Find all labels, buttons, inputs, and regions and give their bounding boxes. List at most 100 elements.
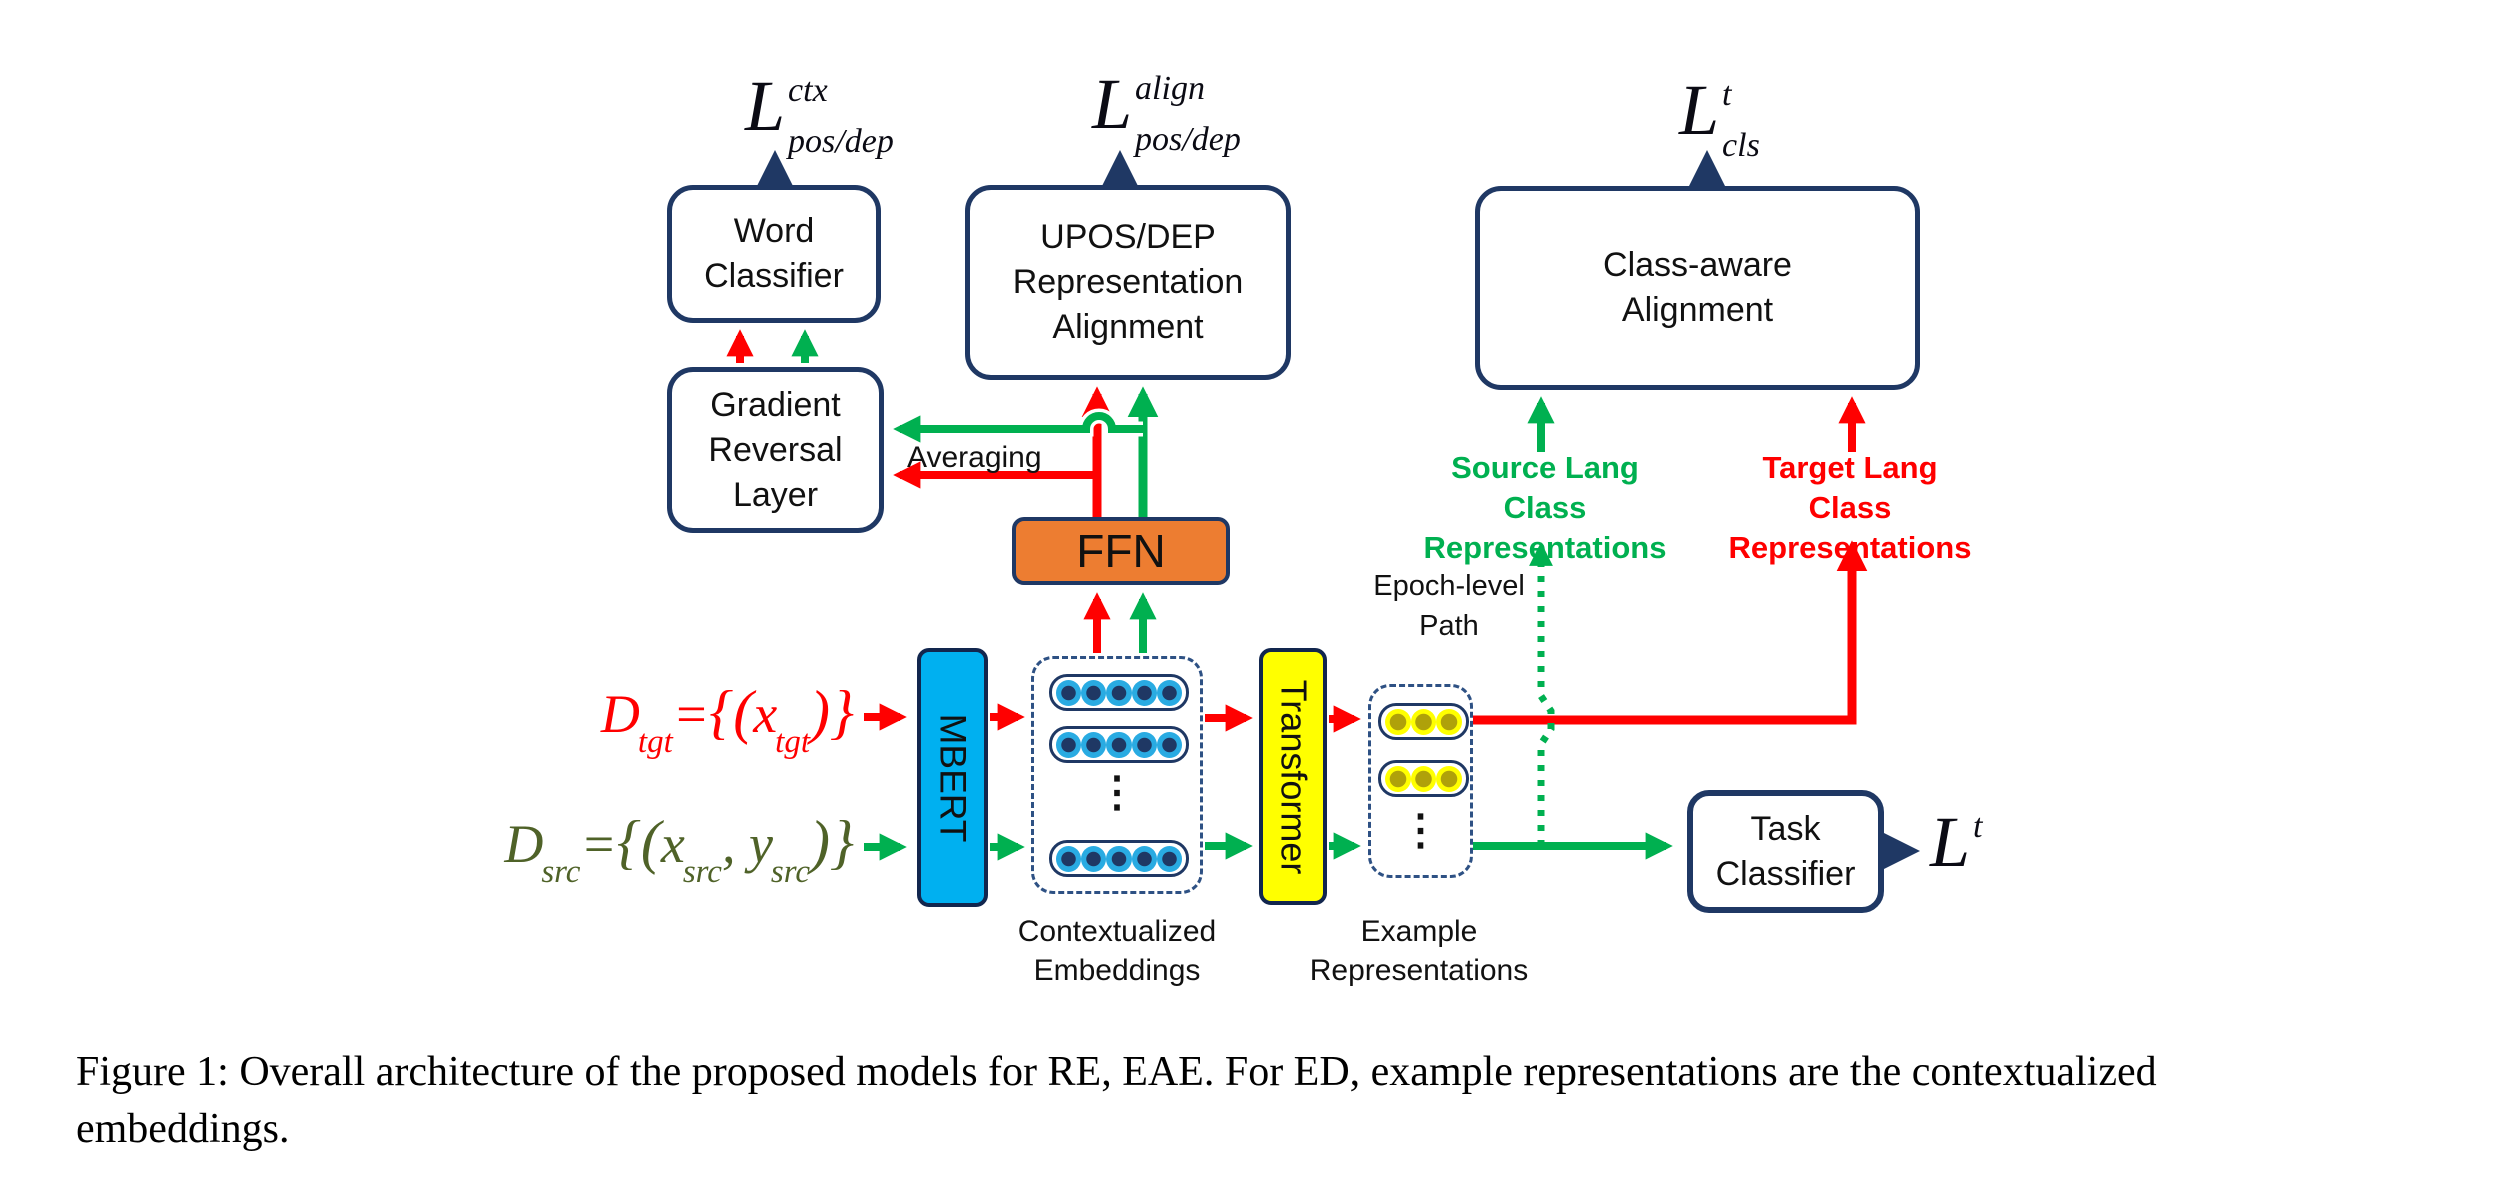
mbert-box: MBERT (917, 648, 988, 907)
formula-tgt-eq: = (672, 684, 710, 744)
caption-tag: Figure 1: (76, 1049, 229, 1095)
embedding-dot (1410, 708, 1437, 735)
embedding-dot (1131, 679, 1157, 706)
formula-tgt-close: )} (810, 679, 854, 745)
embedding-dot (1081, 679, 1107, 706)
formula-src-open: {( (616, 809, 661, 875)
epoch-label-line1: Epoch-level (1373, 570, 1525, 602)
loss-align-sup: align (1135, 70, 1205, 107)
embedding-dot (1436, 765, 1463, 792)
example-ellipsis: ⋮ (1399, 806, 1442, 853)
ffn-label: FFN (1076, 525, 1166, 577)
formula-src-y: y (748, 814, 773, 874)
loss-label-align: L align pos/dep (1092, 68, 1241, 157)
transformer-label: Transformer (1273, 679, 1315, 874)
example-row (1378, 703, 1469, 740)
example-representations-box: ⋮ (1368, 684, 1473, 878)
caption-line1: Overall architecture of the proposed mod… (239, 1049, 2157, 1095)
formula-src-xsub: src (682, 854, 722, 890)
embedding-dot (1056, 679, 1082, 706)
formula-tgt-D: D (600, 684, 640, 744)
formula-tgt-Dsub: tgt (637, 724, 673, 760)
ctx-label-line1: Contextualized (1017, 915, 1217, 948)
embedding-dot (1081, 845, 1107, 872)
embedding-dot (1385, 708, 1411, 735)
formula-tgt-open: {( (709, 679, 754, 745)
grl-label-line3: Layer (732, 475, 819, 514)
class-aware-label-line2: Alignment (1621, 291, 1774, 329)
formula-src-comma: , (721, 814, 749, 874)
task-label-line1: Task (1750, 809, 1821, 848)
loss-label-task: L t (1930, 806, 1983, 878)
formula-tgt-x: x (753, 684, 778, 744)
grl-label-line2: Reversal (708, 430, 843, 469)
upos-label-line1: UPOS/DEP (1040, 218, 1216, 256)
loss-label-ctx: L ctx pos/dep (745, 70, 894, 159)
embedding-dot (1106, 845, 1132, 872)
embedding-dot (1131, 731, 1157, 758)
loss-cls-sub: cls (1722, 127, 1760, 164)
formula-src-close: )} (810, 809, 854, 875)
source-lang-representations-label: Source Lang Class Representations (1385, 448, 1705, 568)
embedding-dot (1385, 765, 1411, 792)
task-classifier-box: Task Classifier (1687, 790, 1884, 913)
class-aware-label-line1: Class-aware (1603, 246, 1792, 284)
embedding-dot (1106, 731, 1132, 758)
epoch-label-line2: Path (1419, 610, 1479, 642)
contextualized-embeddings-label: Contextualized Embeddings (1007, 912, 1227, 990)
class-aware-alignment-box: Class-aware Alignment (1475, 186, 1920, 390)
embedding-row (1049, 674, 1189, 711)
grl-label-line1: Gradient (710, 385, 841, 424)
gradient-reversal-layer-box: Gradient Reversal Layer (667, 367, 884, 533)
example-label-line1: Example (1360, 915, 1478, 948)
embedding-dot (1056, 845, 1082, 872)
word-classifier-label-line1: Word (733, 212, 815, 250)
formula-src-x: x (660, 814, 685, 874)
target-lang-representations-label: Target Lang Class Representations (1690, 448, 2010, 568)
embedding-dot (1156, 731, 1183, 758)
embedding-dot (1056, 731, 1082, 758)
word-classifier-box: Word Classifier (667, 185, 881, 323)
transformer-box: Transformer (1259, 648, 1327, 905)
source-lang-line2: Class Representations (1423, 490, 1667, 565)
loss-align-base: L (1092, 64, 1133, 144)
example-label-line2: Representations (1309, 954, 1529, 987)
green-dotted-epoch-level-path (1529, 542, 1555, 846)
formula-tgt-xsub: tgt (775, 724, 811, 760)
loss-align-sub: pos/dep (1135, 121, 1241, 158)
embedding-dot (1081, 731, 1107, 758)
embedding-dot (1106, 679, 1132, 706)
ffn-box: FFN (1012, 517, 1230, 585)
word-classifier-label-line2: Classifier (704, 257, 844, 295)
red-path-examples-to-target-representations (1473, 540, 1868, 725)
loss-label-cls: L t cls (1679, 74, 1760, 163)
loss-ctx-sub: pos/dep (788, 123, 894, 160)
epoch-level-path-label: Epoch-level Path (1349, 566, 1549, 646)
example-row (1378, 760, 1469, 797)
source-dataset-formula: Dsrc={(xsrc, ysrc)} (504, 812, 854, 889)
green-arrow-averaging-to-grl (893, 412, 1143, 443)
embedding-dot (1156, 845, 1183, 872)
loss-ctx-sup: ctx (788, 72, 828, 109)
embedding-dot (1131, 845, 1157, 872)
loss-task-sup: t (1973, 808, 1983, 845)
ctx-label-line2: Embeddings (1033, 954, 1201, 987)
mbert-label: MBERT (932, 713, 974, 842)
embedding-dot (1410, 765, 1437, 792)
embedding-row (1049, 840, 1189, 877)
loss-cls-sup: t (1722, 76, 1732, 113)
target-lang-line2: Class Representations (1728, 490, 1972, 565)
formula-src-eq: = (580, 814, 617, 874)
formula-src-Dsub: src (541, 854, 581, 890)
upos-label-line3: Alignment (1052, 308, 1204, 346)
figure-caption: Figure 1: Overall architecture of the pr… (76, 1044, 2476, 1158)
embedding-row (1049, 726, 1189, 763)
embedding-dot (1436, 708, 1463, 735)
formula-src-ysub: src (770, 854, 811, 890)
loss-ctx-base: L (745, 66, 786, 146)
upos-dep-alignment-box: UPOS/DEP Representation Alignment (965, 185, 1291, 380)
example-representations-label: Example Representations (1300, 912, 1538, 990)
caption-line2: embeddings. (76, 1106, 290, 1152)
averaging-label: Averaging (907, 441, 1042, 474)
